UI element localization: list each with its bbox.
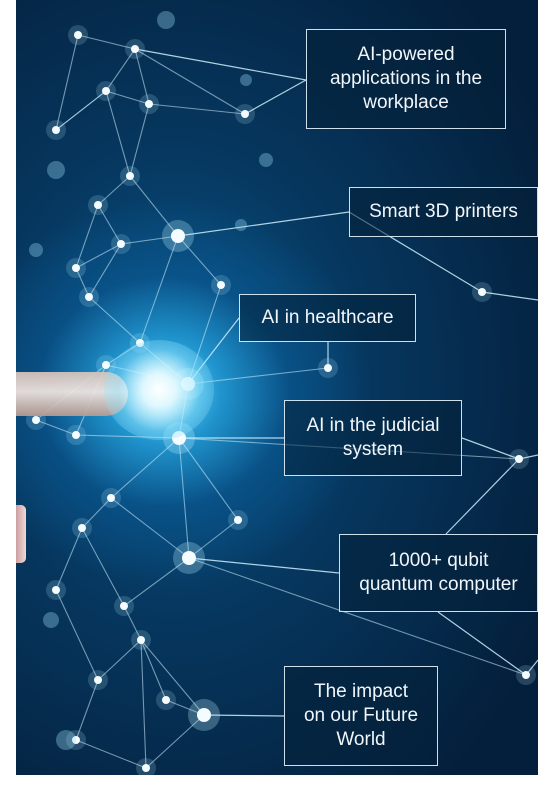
label-ai-workplace: AI-powered applications in the workplace	[306, 29, 506, 129]
edge-sliver	[16, 505, 26, 563]
label-ai-healthcare: AI in healthcare	[239, 294, 416, 342]
futuristic-network-image: AI-powered applications in the workplace…	[16, 0, 538, 775]
label-smart-3d-printers: Smart 3D printers	[349, 187, 538, 237]
label-quantum-computer: 1000+ qubit quantum computer	[339, 534, 538, 612]
touch-glow	[104, 340, 214, 440]
network-mesh-icon	[26, 11, 538, 775]
label-ai-judicial: AI in the judicial system	[284, 400, 462, 476]
label-future-impact: The impact on our Future World	[284, 666, 438, 766]
